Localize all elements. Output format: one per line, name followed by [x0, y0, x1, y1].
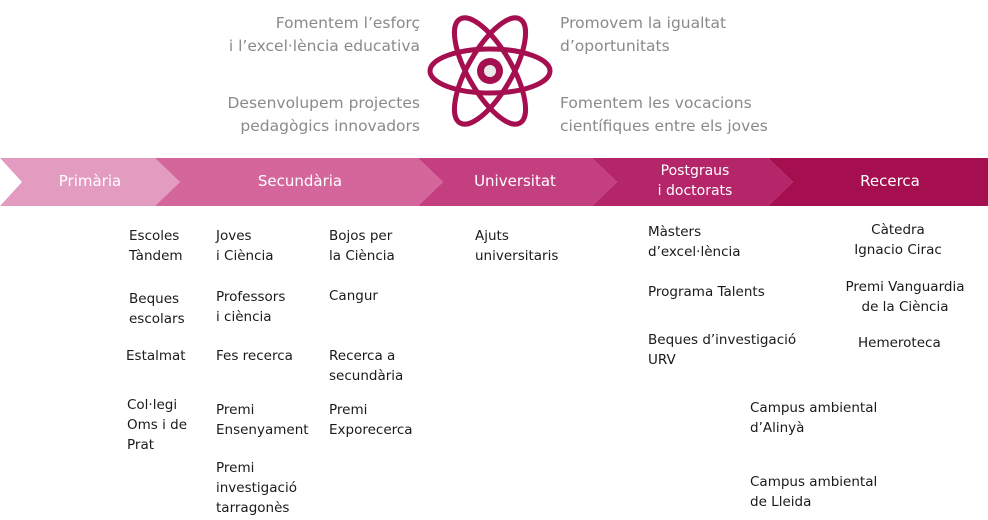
goal-line: Fomentem l’esforç — [275, 14, 420, 32]
program-fes-recerca: Fes recerca — [216, 346, 293, 366]
item-line: Ensenyament — [216, 422, 309, 438]
program-bojos-ciencia: Bojos per la Ciència — [329, 226, 395, 266]
item-line: escolars — [129, 311, 185, 327]
stage-arrow-secundaria — [155, 158, 443, 206]
item-line: Càtedra — [871, 222, 925, 238]
program-premi-ensenyament: Premi Ensenyament — [216, 400, 309, 440]
stage-label-universitat: Universitat — [474, 172, 556, 190]
goal-line: Fomentem les vocacions — [560, 94, 752, 112]
item-line: Bojos per — [329, 228, 393, 244]
stage-arrow-universitat — [418, 158, 617, 206]
item-line: Premi Vanguardia — [845, 279, 965, 295]
item-line: Col·legi — [127, 397, 178, 413]
item-line: d’excel·lència — [648, 244, 741, 260]
stage-label-primaria: Primària — [58, 172, 122, 190]
item-line: Campus ambiental — [750, 400, 878, 416]
item-line: Premi — [216, 402, 255, 418]
program-premi-investigacio: Premi investigació tarragonès — [216, 458, 297, 518]
item-line: Exporecerca — [329, 422, 413, 438]
item-line: Premi — [329, 402, 368, 418]
item-line: Beques d’investigació — [648, 332, 797, 348]
atom-icon — [427, 15, 553, 127]
goal-line: Promovem la igualtat — [560, 14, 727, 32]
stage-arrow-postgraus — [592, 158, 793, 206]
item-line: Fes recerca — [216, 348, 293, 364]
item-line: d’Alinyà — [750, 420, 805, 436]
goal-scientific-vocations: Fomentem les vocacions científiques entr… — [560, 92, 768, 138]
program-beques-investigacio: Beques d’investigació URV — [648, 330, 796, 370]
program-escoles-tandem: Escoles Tàndem — [129, 226, 183, 266]
stage-arrow-primaria — [0, 158, 180, 206]
stage-label-line: i doctorats — [657, 183, 733, 199]
program-hemeroteca: Hemeroteca — [858, 333, 941, 353]
goal-effort-excellence: Fomentem l’esforç i l’excel·lència educa… — [229, 12, 420, 58]
item-line: Estalmat — [126, 348, 186, 364]
program-campus-alinya: Campus ambiental d’Alinyà — [750, 398, 877, 438]
goal-line: i l’excel·lència educativa — [228, 37, 420, 55]
program-estalmat: Estalmat — [126, 346, 186, 366]
stage-label-recerca: Recerca — [860, 172, 920, 190]
goal-equal-opportunities: Promovem la igualtat d’oportunitats — [560, 12, 726, 58]
item-line: Recerca a — [329, 348, 396, 364]
program-cangur: Cangur — [329, 286, 378, 306]
program-campus-lleida: Campus ambiental de Lleida — [750, 472, 877, 512]
program-premi-vanguardia: Premi Vanguardia de la Ciència — [840, 277, 970, 317]
program-premi-exporecerca: Premi Exporecerca — [329, 400, 413, 440]
item-line: Prat — [127, 437, 155, 453]
item-line: Beques — [129, 291, 180, 307]
item-line: de la Ciència — [861, 299, 949, 315]
stage-label-postgraus: Postgraus i doctorats — [630, 161, 760, 201]
item-line: Campus ambiental — [750, 474, 878, 490]
program-masters-excellencia: Màsters d’excel·lència — [648, 222, 741, 262]
item-line: investigació — [216, 480, 297, 496]
item-line: Escoles — [129, 228, 180, 244]
item-line: Tàndem — [129, 248, 183, 264]
item-line: i ciència — [216, 309, 272, 325]
stage-label-line: Postgraus — [660, 163, 730, 179]
stage-band — [0, 158, 988, 206]
item-line: Premi — [216, 460, 255, 476]
item-line: Oms i de — [127, 417, 188, 433]
item-line: universitaris — [475, 248, 559, 264]
program-beques-escolars: Beques escolars — [129, 289, 185, 329]
goal-line: Desenvolupem projectes — [227, 94, 420, 112]
program-ajuts-universitaris: Ajuts universitaris — [475, 226, 558, 266]
item-line: Professors — [216, 289, 286, 305]
program-joves-ciencia: Joves i Ciència — [216, 226, 274, 266]
item-line: de Lleida — [750, 494, 812, 510]
item-line: Màsters — [648, 224, 702, 240]
item-line: URV — [648, 352, 676, 368]
goal-line: científiques entre els joves — [560, 117, 768, 135]
item-line: tarragonès — [216, 500, 290, 516]
program-programa-talents: Programa Talents — [648, 282, 765, 302]
item-line: Cangur — [329, 288, 378, 304]
item-line: Programa Talents — [648, 284, 765, 300]
item-line: i Ciència — [216, 248, 274, 264]
program-catedra-cirac: Càtedra Ignacio Cirac — [838, 220, 958, 260]
item-line: Joves — [216, 228, 252, 244]
goal-innovative-projects: Desenvolupem projectes pedagògics innova… — [227, 92, 420, 138]
program-professors-ciencia: Professors i ciència — [216, 287, 285, 327]
item-line: secundària — [329, 368, 404, 384]
program-recerca-secundaria: Recerca a secundària — [329, 346, 403, 386]
goal-line: pedagògics innovadors — [240, 117, 420, 135]
item-line: Ignacio Cirac — [854, 242, 942, 258]
goal-line: d’oportunitats — [560, 37, 670, 55]
stage-arrow-recerca — [768, 158, 988, 206]
item-line: Ajuts — [475, 228, 509, 244]
item-line: la Ciència — [329, 248, 395, 264]
stage-label-secundaria: Secundària — [257, 172, 343, 190]
program-collegi-oms: Col·legi Oms i de Prat — [127, 395, 187, 455]
item-line: Hemeroteca — [858, 335, 941, 351]
